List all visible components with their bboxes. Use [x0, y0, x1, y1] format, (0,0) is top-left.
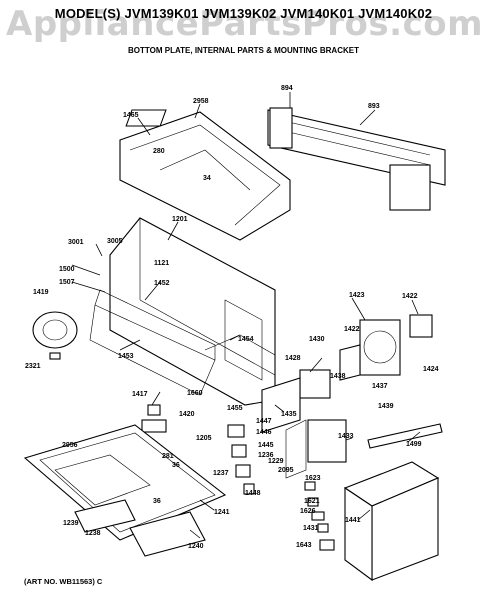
- part-label-1241: 1241: [214, 509, 230, 516]
- model-title: MODEL(S) JVM139K01 JVM139K02 JVM140K01 J…: [54, 6, 433, 21]
- part-label-280: 280: [153, 148, 165, 155]
- part-label-1643: 1643: [296, 542, 312, 549]
- part-label-1621: 1621: [304, 498, 320, 505]
- part-label-1237: 1237: [213, 470, 229, 477]
- filter: [74, 499, 206, 557]
- part-label-1433: 1433: [338, 433, 354, 440]
- part-label-1437: 1437: [372, 383, 388, 390]
- part-label-893: 893: [368, 103, 380, 110]
- leader-lines: [71, 92, 421, 539]
- part-label-1455: 1455: [227, 405, 243, 412]
- part-label-281: 281: [162, 453, 174, 460]
- part-label-1423: 1423: [349, 292, 365, 299]
- mounting-bracket: [267, 107, 446, 211]
- art-number: (ART NO. WB11563) C: [24, 577, 103, 586]
- part-label-3005: 3005: [107, 238, 123, 245]
- part-label-1507: 1507: [59, 279, 75, 286]
- part-label-1452: 1452: [154, 280, 170, 287]
- bottom-plate-top-part: [119, 109, 291, 241]
- fan-assembly: [299, 314, 433, 399]
- part-label-1660: 1660: [187, 390, 203, 397]
- part-label-1422-left: 1422: [344, 326, 360, 333]
- part-label-36-upper: 36: [172, 462, 180, 469]
- part-label-1453: 1453: [118, 353, 134, 360]
- part-label-894: 894: [281, 85, 293, 92]
- part-label-1465: 1465: [123, 112, 139, 119]
- part-label-1439: 1439: [378, 403, 394, 410]
- diagram-subtitle: BOTTOM PLATE, INTERNAL PARTS & MOUNTING …: [128, 46, 359, 55]
- part-label-1446: 1446: [256, 429, 272, 436]
- part-label-1428: 1428: [285, 355, 301, 362]
- part-label-1438: 1438: [330, 373, 346, 380]
- bracket-bar: [367, 423, 443, 449]
- part-label-1201: 1201: [172, 216, 188, 223]
- part-label-1500: 1500: [59, 266, 75, 273]
- part-label-2095: 2095: [278, 467, 294, 474]
- part-label-1417: 1417: [132, 391, 148, 398]
- part-label-1422-right: 1422: [402, 293, 418, 300]
- part-label-1229: 1229: [268, 458, 284, 465]
- transformer: [285, 419, 347, 479]
- part-label-1445: 1445: [258, 442, 274, 449]
- round-part: [32, 311, 78, 360]
- part-label-36-lower: 36: [153, 498, 161, 505]
- part-label-1236: 1236: [258, 452, 274, 459]
- part-label-2321: 2321: [25, 363, 41, 370]
- part-label-1121: 1121: [154, 260, 169, 267]
- small-clip: [141, 404, 167, 433]
- part-label-1420: 1420: [179, 411, 195, 418]
- part-label-1435: 1435: [281, 411, 297, 418]
- part-label-1240: 1240: [188, 543, 204, 550]
- part-label-1448: 1448: [245, 490, 261, 497]
- control-housing: [343, 461, 440, 582]
- small-parts-cluster: [304, 481, 335, 551]
- part-label-2958: 2958: [193, 98, 209, 105]
- part-label-1447: 1447: [256, 418, 272, 425]
- main-cavity: [89, 217, 276, 406]
- part-label-1424: 1424: [423, 366, 439, 373]
- part-label-34: 34: [203, 175, 211, 182]
- waveguide: [261, 377, 301, 433]
- part-label-1238: 1238: [85, 530, 101, 537]
- part-label-1499: 1499: [406, 441, 422, 448]
- switch-assembly: [227, 424, 255, 495]
- part-label-1623: 1623: [305, 475, 321, 482]
- part-label-1626: 1626: [300, 508, 316, 515]
- part-label-1239: 1239: [63, 520, 79, 527]
- part-label-1454: 1454: [238, 336, 254, 343]
- part-label-1441: 1441: [345, 517, 361, 524]
- part-label-1431: 1431: [303, 525, 319, 532]
- part-label-1419: 1419: [33, 289, 49, 296]
- part-label-3001: 3001: [68, 239, 84, 246]
- part-label-2956: 2956: [62, 442, 78, 449]
- part-label-1430: 1430: [309, 336, 325, 343]
- part-label-1205: 1205: [196, 435, 212, 442]
